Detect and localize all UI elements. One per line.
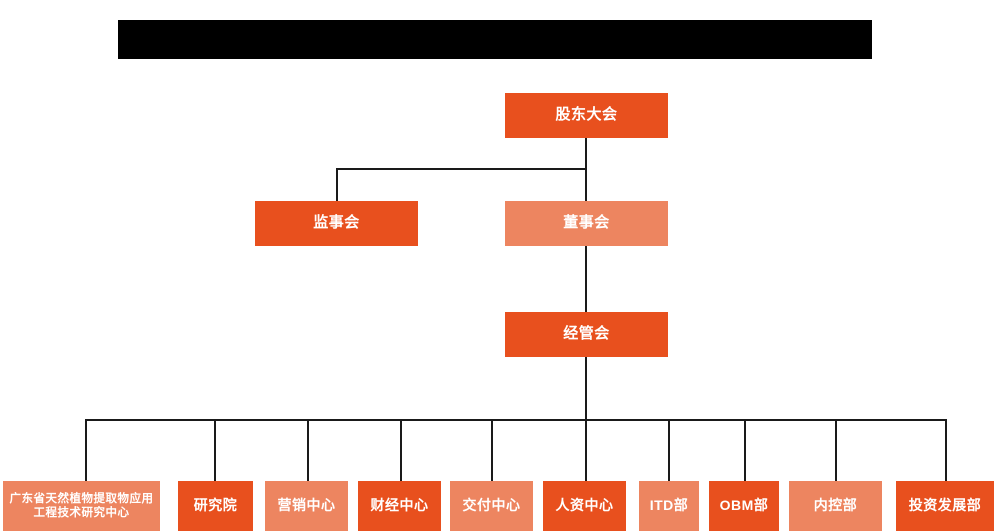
connector-drop-dept-5 xyxy=(491,419,493,481)
node-dept-research-institute[interactable]: 研究院 xyxy=(178,481,253,531)
connector-drop-dept-6 xyxy=(585,419,587,481)
connector-drop-dept-3 xyxy=(307,419,309,481)
connector-shareholders-stem xyxy=(585,138,587,169)
connector-drop-dept-4 xyxy=(400,419,402,481)
connector-drop-dept-8 xyxy=(744,419,746,481)
connector-drop-dept-7 xyxy=(668,419,670,481)
connector-to-board-of-directors xyxy=(585,168,587,202)
node-dept-investment-development[interactable]: 投资发展部 xyxy=(896,481,994,531)
node-dept-obm[interactable]: OBM部 xyxy=(709,481,779,531)
connector-directors-to-management xyxy=(585,246,587,312)
node-dept-hr-center[interactable]: 人资中心 xyxy=(543,481,626,531)
node-dept-finance-center[interactable]: 财经中心 xyxy=(358,481,441,531)
connector-level2-bus xyxy=(336,168,586,170)
connector-drop-dept-2 xyxy=(214,419,216,481)
node-management-committee[interactable]: 经管会 xyxy=(505,312,668,357)
node-dept-delivery-center[interactable]: 交付中心 xyxy=(450,481,533,531)
connector-to-board-of-supervisors xyxy=(336,168,338,202)
redacted-title-banner xyxy=(118,20,872,59)
node-dept-marketing-center[interactable]: 营销中心 xyxy=(265,481,348,531)
connector-drop-dept-1 xyxy=(85,419,87,481)
node-board-of-directors[interactable]: 董事会 xyxy=(505,201,668,246)
node-shareholders-meeting[interactable]: 股东大会 xyxy=(505,93,668,138)
node-dept-guangdong-research-center[interactable]: 广东省天然植物提取物应用工程技术研究中心 xyxy=(3,481,160,531)
connector-drop-dept-10 xyxy=(945,419,947,481)
connector-departments-bus xyxy=(85,419,946,421)
node-dept-internal-control[interactable]: 内控部 xyxy=(789,481,882,531)
node-board-of-supervisors[interactable]: 监事会 xyxy=(255,201,418,246)
connector-drop-dept-9 xyxy=(835,419,837,481)
node-dept-itd[interactable]: ITD部 xyxy=(639,481,699,531)
connector-management-stem xyxy=(585,357,587,420)
